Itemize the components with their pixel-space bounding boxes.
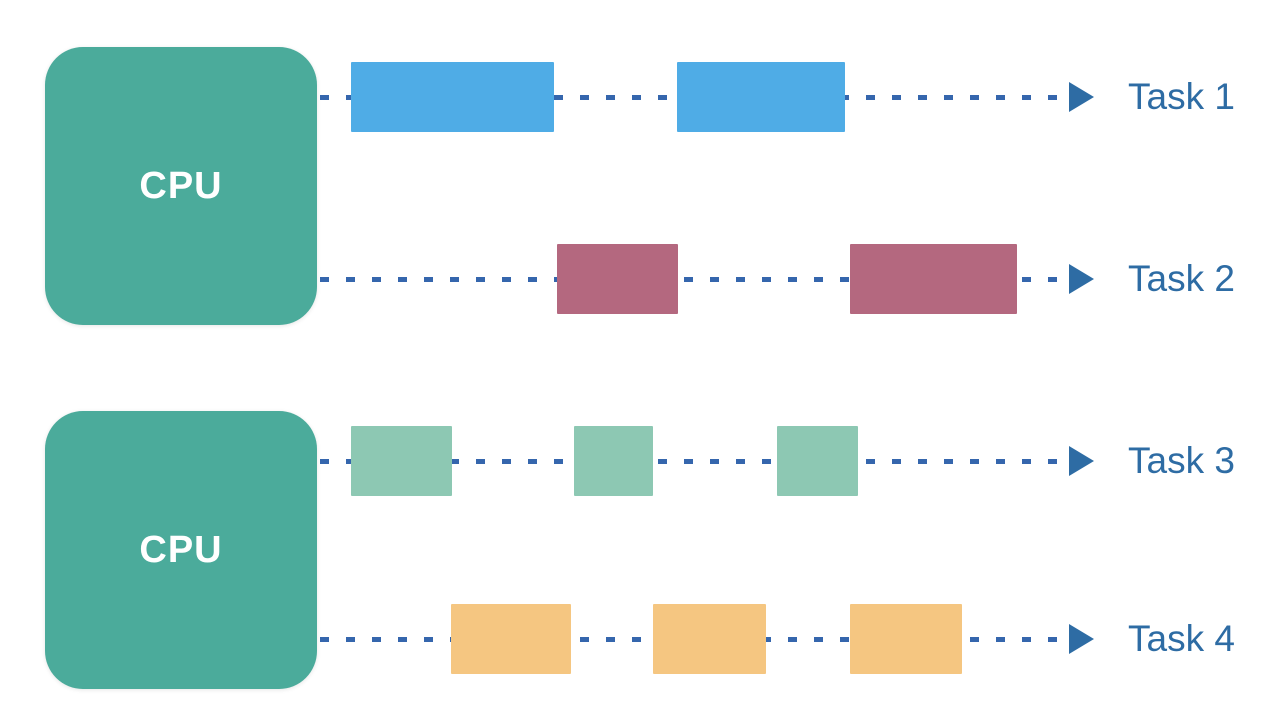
task-label: Task 1 — [1128, 76, 1235, 117]
cpu-block: CPU — [45, 47, 317, 325]
execution-block — [677, 62, 845, 132]
task-label: Task 2 — [1128, 258, 1235, 299]
timeline-dashed-line — [320, 459, 1069, 464]
execution-block — [351, 62, 554, 132]
arrowhead-icon — [1069, 446, 1094, 476]
execution-block — [653, 604, 766, 674]
arrowhead-icon — [1069, 264, 1094, 294]
cpu-label: CPU — [139, 528, 223, 571]
task-label: Task 4 — [1128, 618, 1235, 659]
cpu-block: CPU — [45, 411, 317, 689]
arrowhead-icon — [1069, 624, 1094, 654]
execution-block — [351, 426, 452, 496]
arrowhead-icon — [1069, 82, 1094, 112]
cpu-label: CPU — [139, 164, 223, 207]
execution-block — [451, 604, 571, 674]
task-label: Task 3 — [1128, 440, 1235, 481]
execution-block — [850, 244, 1017, 314]
execution-block — [850, 604, 962, 674]
execution-block — [557, 244, 678, 314]
timeline-dashed-line — [320, 277, 1069, 282]
execution-block — [574, 426, 653, 496]
execution-block — [777, 426, 858, 496]
